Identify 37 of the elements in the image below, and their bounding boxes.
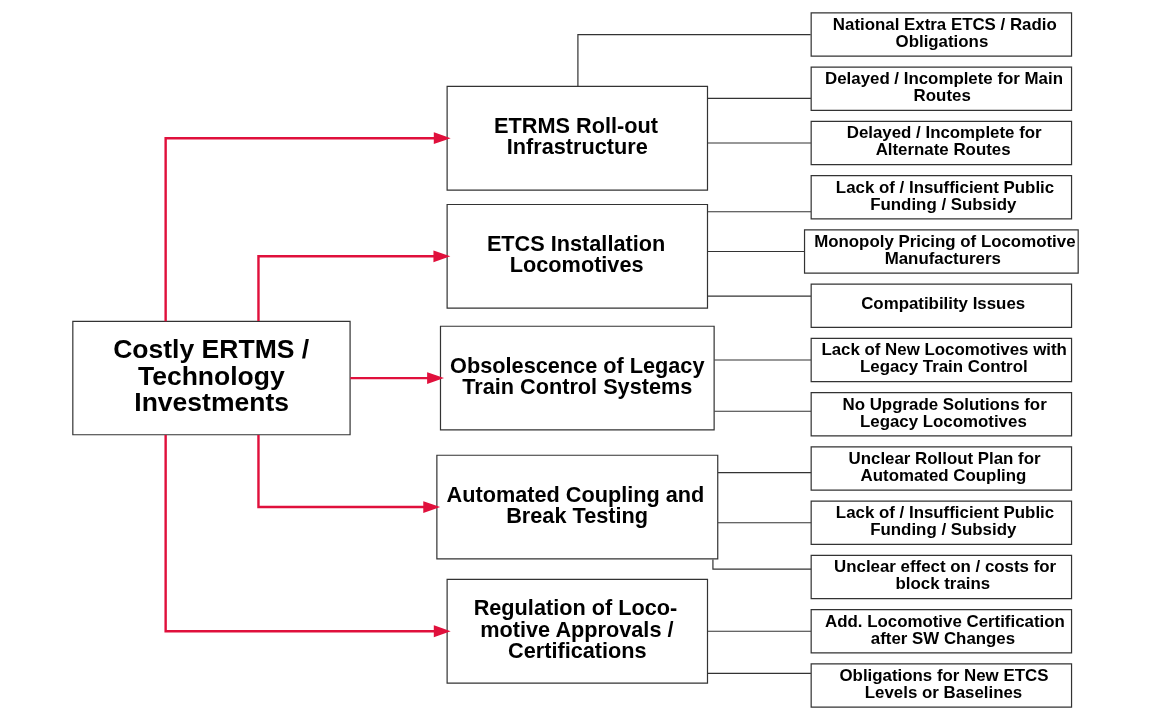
node-box: Costly ERTMS / Technology Investments (71, 320, 351, 436)
connector (706, 295, 812, 297)
node-box: Regulation of Loco- motive Approvals / Certifications (446, 578, 708, 684)
node-box: Add. Locomotive Certification after SW Changes (810, 608, 1072, 654)
arrow (163, 434, 451, 638)
connector (713, 359, 812, 361)
connector (706, 672, 812, 675)
node-box: Obligations for New ETCS Levels or Baselines (810, 663, 1072, 708)
connector (706, 250, 805, 253)
node-box: Lack of / Insufficient Public Funding / Subsidy (810, 174, 1072, 220)
arrow (256, 250, 450, 322)
node-box: Delayed / Incomplete for Alternate Routes (810, 120, 1072, 166)
connector (711, 558, 812, 570)
connector (706, 142, 812, 144)
node-box: Monopoly Pricing of Locomotive Manufacturers (803, 229, 1079, 274)
connector (576, 33, 811, 87)
node-box: Automated Coupling and Break Testing (435, 454, 718, 560)
connector (706, 211, 812, 213)
connector (716, 472, 812, 474)
node-box: No Upgrade Solutions for Legacy Locomotives (810, 391, 1072, 437)
node-box: Unclear effect on / costs for block trains (810, 554, 1072, 600)
connector (713, 410, 812, 412)
node-box: Lack of New Locomotives with Legacy Train Control (810, 337, 1072, 383)
node-box: Lack of / Insufficient Public Funding / Subsidy (810, 500, 1072, 546)
node-box: ETRMS Roll-out Infrastructure (446, 85, 708, 191)
node-box: Obsolescence of Legacy Train Control Systems (439, 325, 715, 431)
node-box: ETCS Installation Locomotives (446, 203, 708, 309)
node-box: Delayed / Incomplete for Main Routes (810, 66, 1072, 112)
connector (706, 97, 812, 99)
node-box: Compatibility Issues (810, 283, 1072, 329)
node-box: National Extra ETCS / Radio Obligations (810, 12, 1072, 57)
connector (706, 630, 812, 632)
node-box: Unclear Rollout Plan for Automated Coupling (810, 446, 1072, 491)
connector (716, 522, 812, 524)
arrow (256, 435, 440, 513)
arrow (163, 132, 451, 322)
arrow (349, 372, 444, 384)
